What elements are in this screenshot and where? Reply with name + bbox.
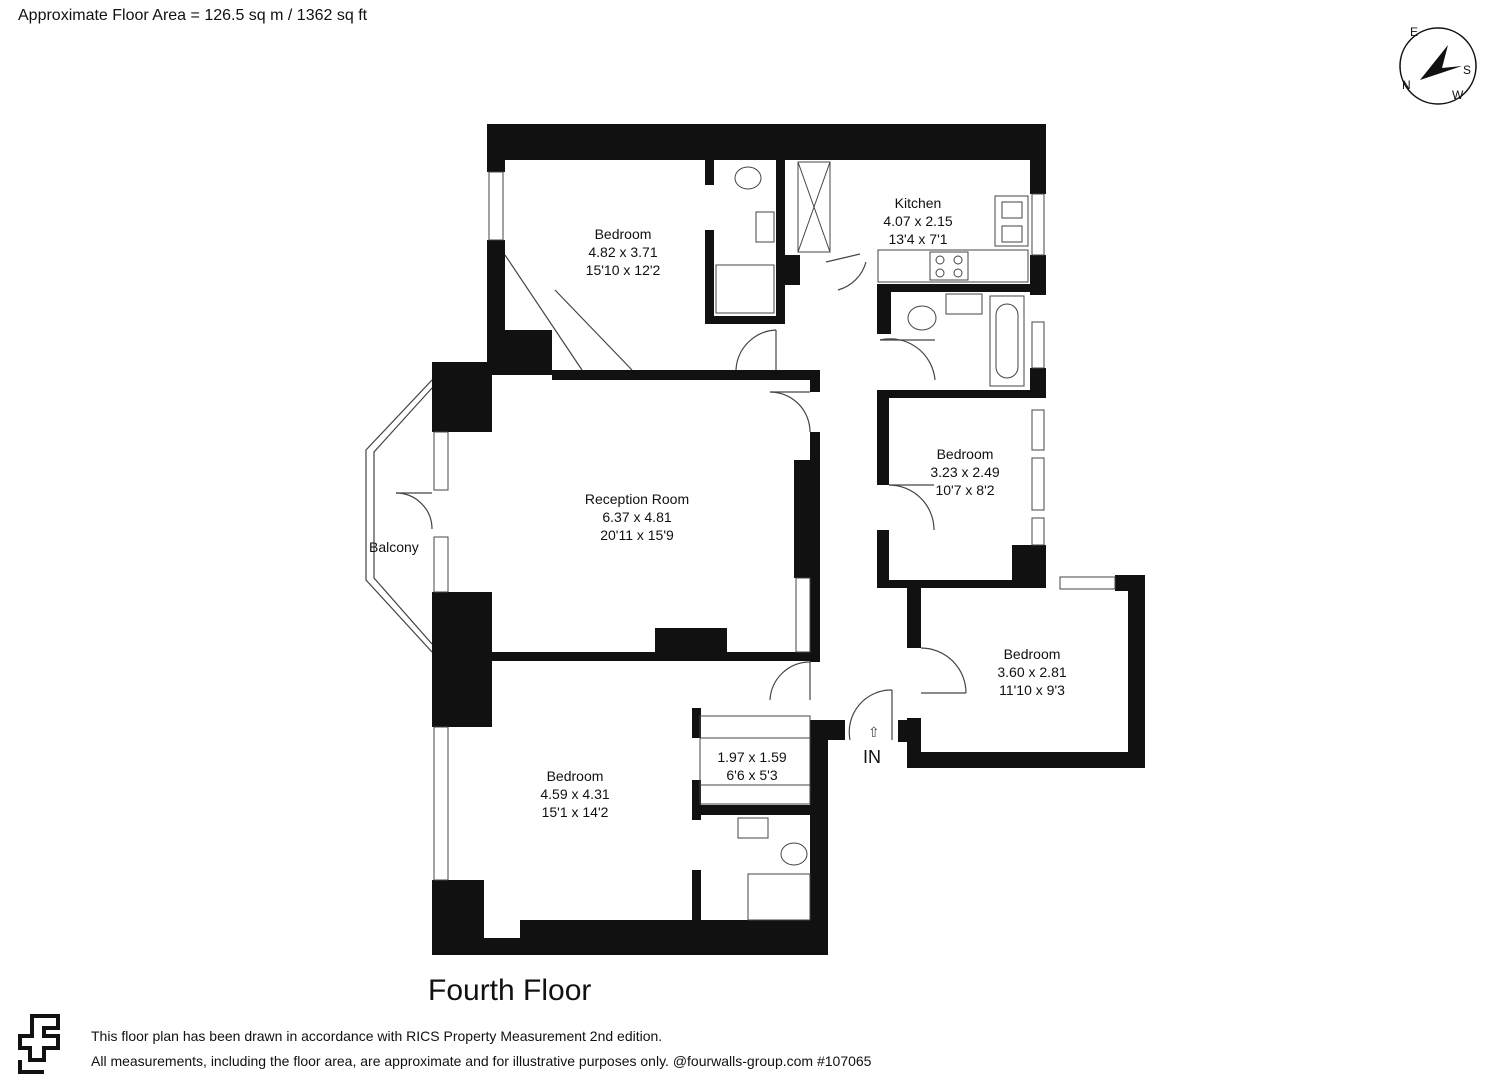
room-label-kitchen: Kitchen 4.07 x 2.15 13'4 x 7'1	[883, 194, 952, 248]
room-name: Bedroom	[1003, 646, 1061, 662]
room-metric: 4.07 x 2.15	[883, 213, 953, 229]
balcony-label: Balcony	[369, 539, 419, 555]
room-metric: 1.97 x 1.59	[717, 749, 787, 765]
room-label-dressing: 1.97 x 1.59 6'6 x 5'3	[717, 748, 786, 784]
footer-line-2: All measurements, including the floor ar…	[91, 1053, 872, 1069]
compass-north-label: N	[1402, 78, 1411, 92]
doors	[504, 253, 967, 741]
balcony-outline	[365, 379, 433, 653]
room-name: Reception Room	[584, 491, 690, 507]
footer-line-1: This floor plan has been drawn in accord…	[91, 1028, 663, 1044]
room-imperial: 11'10 x 9'3	[999, 682, 1065, 698]
fixtures	[699, 161, 1029, 921]
compass-icon	[1399, 27, 1477, 105]
compass-west-label: W	[1452, 88, 1464, 102]
room-imperial: 13'4 x 7'1	[888, 231, 948, 247]
room-label-bedroom-4: Bedroom 4.59 x 4.31 15'1 x 14'2	[540, 767, 609, 821]
compass-south-label: S	[1463, 63, 1472, 77]
room-label-reception: Reception Room 6.37 x 4.81 20'11 x 15'9	[585, 490, 689, 544]
room-name: Bedroom	[936, 446, 994, 462]
compass-east-label: E	[1410, 25, 1419, 39]
entrance-label: IN	[863, 747, 881, 767]
room-metric: 6.37 x 4.81	[602, 509, 672, 525]
walls	[432, 124, 1145, 955]
windows	[433, 171, 1116, 881]
room-metric: 4.59 x 4.31	[540, 786, 610, 802]
room-name: Kitchen	[894, 195, 942, 211]
room-metric: 3.60 x 2.81	[997, 664, 1067, 680]
floor-name: Fourth Floor	[428, 974, 592, 1007]
room-name: Bedroom	[594, 226, 652, 242]
fourwalls-logo-icon	[18, 1014, 60, 1074]
room-imperial: 15'10 x 12'2	[585, 262, 661, 278]
room-label-bedroom-2: Bedroom 3.23 x 2.49 10'7 x 8'2	[930, 445, 999, 499]
entrance-arrow-icon: ⇧	[868, 724, 880, 740]
room-metric: 4.82 x 3.71	[588, 244, 658, 260]
room-metric: 3.23 x 2.49	[930, 464, 1000, 480]
room-label-bedroom-1: Bedroom 4.82 x 3.71 15'10 x 12'2	[586, 225, 661, 279]
room-imperial: 15'1 x 14'2	[541, 804, 609, 820]
room-imperial: 6'6 x 5'3	[726, 767, 778, 783]
room-imperial: 20'11 x 15'9	[600, 527, 674, 543]
floor-area-text: Approximate Floor Area = 126.5 sq m / 13…	[18, 7, 368, 24]
room-imperial: 10'7 x 8'2	[935, 482, 995, 498]
room-name: Bedroom	[546, 768, 604, 784]
room-label-bedroom-3: Bedroom 3.60 x 2.81 11'10 x 9'3	[997, 645, 1066, 699]
